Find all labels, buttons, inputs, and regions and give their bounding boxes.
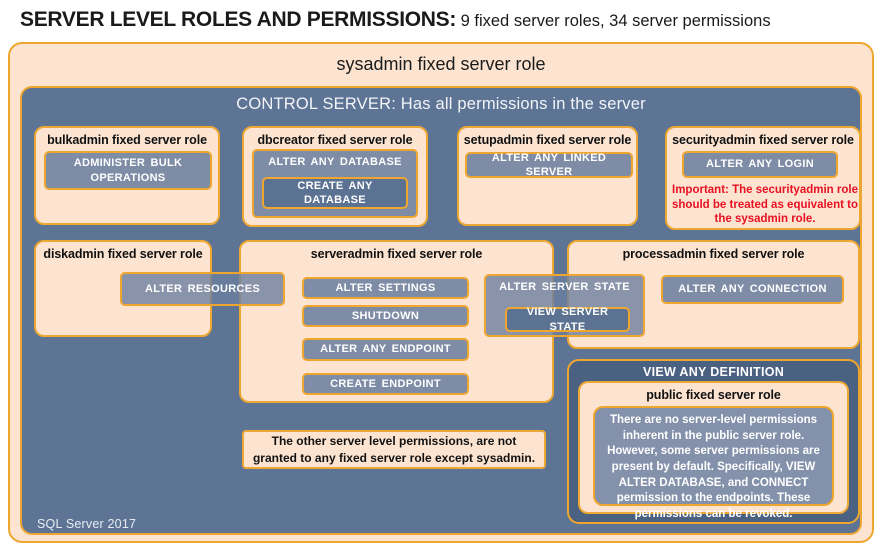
control-server-label: CONTROL SERVER: Has all permissions in t… [236, 95, 646, 113]
dbcreator-title: dbcreator fixed server role [257, 133, 413, 147]
role-box-serveradmin: serveradmin fixed server role ALTER SETT… [239, 240, 554, 403]
permission-view-any-definition: VIEW ANY DEFINITION [642, 365, 785, 379]
permission-alter-any-linked-server: ALTER ANY LINKED SERVER [465, 152, 633, 178]
serveradmin-title: serveradmin fixed server role [310, 247, 483, 261]
role-box-securityadmin: securityadmin fixed server role ALTER AN… [665, 126, 861, 230]
sysadmin-role-label: sysadmin fixed server role [336, 54, 546, 74]
permission-alter-settings: ALTER SETTINGS [302, 277, 469, 299]
permission-alter-resources: ALTER RESOURCES [120, 272, 285, 306]
permission-alter-any-connection: ALTER ANY CONNECTION [661, 275, 844, 304]
control-server-box: CONTROL SERVER: Has all permissions in t… [20, 86, 862, 535]
permission-create-endpoint: CREATE ENDPOINT [302, 373, 469, 395]
page-title-rest: 9 fixed server roles, 34 server permissi… [456, 12, 771, 30]
permission-view-server-state: VIEW SERVER STATE [505, 306, 630, 333]
processadmin-title: processadmin fixed server role [622, 247, 805, 261]
role-box-bulkadmin: bulkadmin fixed server role ADMINISTER B… [34, 126, 220, 225]
setupadmin-title: setupadmin fixed server role [463, 133, 632, 147]
page-title-strong: SERVER LEVEL ROLES AND PERMISSIONS: [20, 8, 457, 31]
permission-create-any-database: CREATE ANY DATABASE [262, 177, 408, 209]
permission-administer-bulk-operations: ADMINISTER BULK OPERATIONS [44, 151, 212, 190]
public-title: public fixed server role [646, 388, 781, 402]
page-title: SERVER LEVEL ROLES AND PERMISSIONS: 9 fi… [20, 8, 860, 36]
permission-alter-any-endpoint: ALTER ANY ENDPOINT [302, 338, 469, 361]
securityadmin-title: securityadmin fixed server role [672, 133, 854, 147]
role-box-setupadmin: setupadmin fixed server role ALTER ANY L… [457, 126, 638, 226]
sysadmin-role-box: sysadmin fixed server role CONTROL SERVE… [8, 42, 874, 543]
footer-label: SQL Server 2017 [37, 517, 137, 531]
other-permissions-note: The other server level permissions, are … [242, 430, 546, 469]
public-role-note: There are no server-level permissions in… [593, 406, 834, 520]
permission-shutdown: SHUTDOWN [302, 305, 469, 327]
securityadmin-warning: Important: The securityadmin role should… [672, 184, 858, 226]
bulkadmin-title: bulkadmin fixed server role [47, 133, 207, 147]
role-box-public: public fixed server role There are no se… [578, 381, 849, 520]
role-box-dbcreator: dbcreator fixed server role ALTER ANY DA… [242, 126, 428, 227]
permission-alter-any-login: ALTER ANY LOGIN [682, 151, 838, 178]
diskadmin-title: diskadmin fixed server role [43, 247, 203, 261]
permission-view-any-definition-box: VIEW ANY DEFINITION public fixed server … [567, 359, 860, 524]
